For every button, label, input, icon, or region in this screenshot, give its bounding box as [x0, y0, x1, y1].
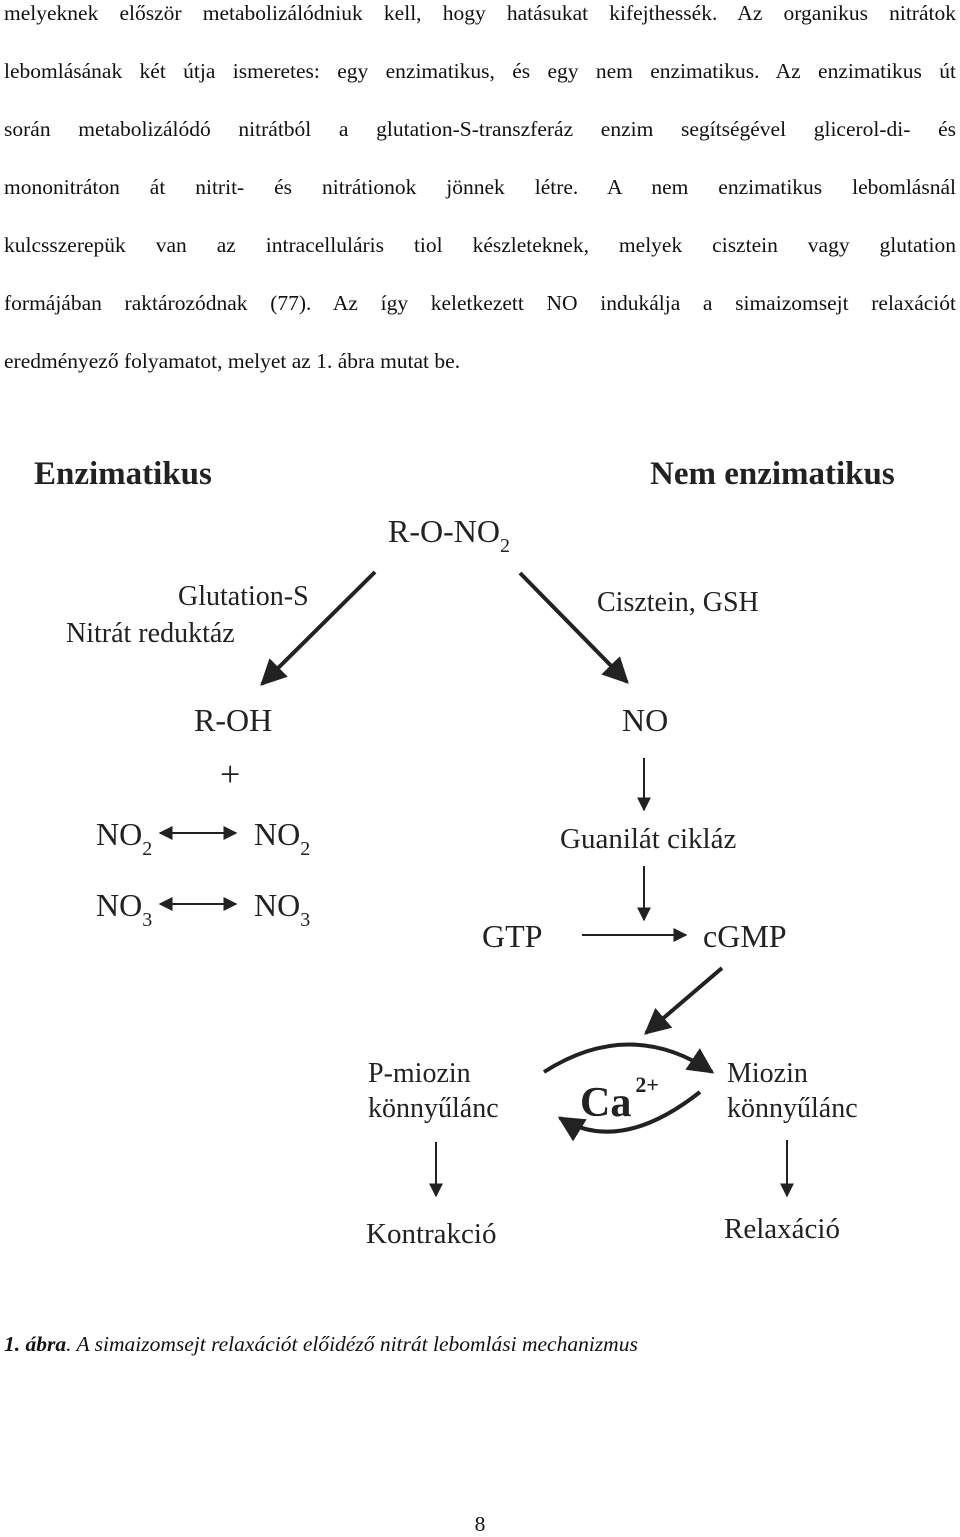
- myosin-label-line1: Miozin: [727, 1058, 808, 1089]
- figure-caption: 1. ábra. A simaizomsejt relaxációt előid…: [4, 1332, 638, 1357]
- enzyme-guanylate-cyclase: Guanilát cikláz: [560, 823, 736, 855]
- reagent-label-cysteine-gsh: Cisztein, GSH: [597, 587, 759, 618]
- heading-non-enzymatic: Nem enzimatikus: [650, 456, 895, 492]
- compound-r-o-no2-sub: 2: [500, 535, 510, 557]
- ion-no2-right: NO2: [254, 816, 310, 860]
- gtp: GTP: [482, 918, 542, 954]
- body-line: mononitráton át nitrit- és nitrátionok j…: [4, 175, 956, 199]
- heading-enzymatic: Enzimatikus: [34, 456, 212, 492]
- nitrate-degradation-figure: Enzimatikus Nem enzimatikus R-O-NO2 Glut…: [0, 420, 960, 1300]
- p-myosin-label-line1: P-miozin: [368, 1058, 471, 1089]
- body-line: során metabolizálódó nitrátból a glutati…: [4, 117, 956, 141]
- body-line: melyeknek először metabolizálódniuk kell…: [4, 1, 956, 25]
- arrow-non-enzymatic-branch: [518, 571, 629, 684]
- body-line: lebomlásának két útja ismeretes: egy enz…: [4, 59, 956, 83]
- outcome-relaxation: Relaxáció: [724, 1213, 840, 1245]
- cycle-arrow-top: [542, 1042, 715, 1074]
- mechanism-diagram: Enzimatikus Nem enzimatikus R-O-NO2 Glut…: [34, 456, 895, 1250]
- ion-no3-left: NO3: [96, 887, 152, 931]
- body-line: eredményező folyamatot, melyet az 1. ábr…: [4, 349, 461, 373]
- plus-sign: +: [220, 754, 240, 794]
- outcome-contraction: Kontrakció: [366, 1218, 496, 1250]
- caption-label: 1. ábra: [4, 1332, 67, 1356]
- arrow-cgmp-to-cycle: [644, 966, 724, 1035]
- cgmp: cGMP: [703, 918, 787, 954]
- enzyme-label-nitrate-reductase: Nitrát reduktáz: [66, 618, 235, 649]
- ion-no2-left: NO2: [96, 816, 152, 860]
- caption-text: . A simaizomsejt relaxációt előidéző nit…: [66, 1332, 638, 1356]
- body-line: kulcsszerepük van az intracelluláris tio…: [4, 233, 956, 257]
- body-paragraph: melyeknek először metabolizálódniuk kell…: [4, 0, 956, 406]
- ion-no3-right: NO3: [254, 887, 310, 931]
- compound-r-o-no2-main: R-O-NO: [388, 513, 500, 549]
- compound-r-o-no2: R-O-NO2: [388, 513, 510, 557]
- product-r-oh: R-OH: [194, 702, 272, 738]
- body-line: formájában raktározódnak (77). Az így ke…: [4, 291, 956, 315]
- myosin-label-line2: könnyűlánc: [727, 1093, 858, 1124]
- page-number: 8: [474, 1512, 486, 1536]
- nitric-oxide: NO: [622, 702, 668, 738]
- enzyme-label-glutathione: Glutation-S: [178, 581, 309, 612]
- p-myosin-label-line2: könnyűlánc: [368, 1093, 499, 1124]
- cycle-arrow-bottom: [557, 1090, 702, 1142]
- arrow-enzymatic-branch: [260, 570, 377, 686]
